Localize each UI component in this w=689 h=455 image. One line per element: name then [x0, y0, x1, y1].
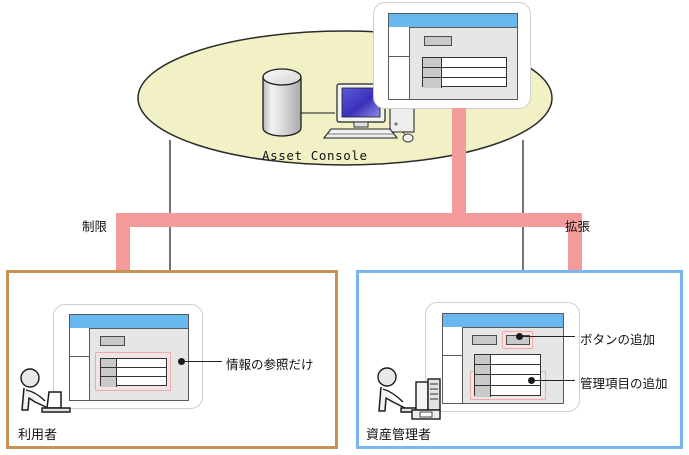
- admin-role-label: 資産管理者: [366, 427, 432, 442]
- console-toolbar-button[interactable]: [424, 36, 452, 46]
- admin-annotation-label-1: ボタンの追加: [580, 333, 656, 347]
- admin-sidebar: [443, 327, 463, 403]
- console-sidebar: [389, 27, 410, 99]
- admin-window-body: [442, 313, 564, 404]
- table-row: [475, 375, 540, 386]
- admin-role-box: [356, 270, 683, 449]
- console-window-body: [388, 13, 518, 100]
- table-row: [423, 58, 506, 68]
- table-row: [475, 365, 540, 375]
- table-row-header: [475, 365, 491, 374]
- admin-callout-dot-2: [528, 377, 535, 384]
- admin-annotation-label-2: 管理項目の追加: [580, 377, 668, 391]
- table-row: [101, 377, 166, 387]
- user-sidebar-divider: [70, 356, 90, 358]
- admin-sidebar-divider: [443, 355, 463, 357]
- admin-titlebar: [443, 314, 563, 328]
- table-row-header: [423, 58, 442, 67]
- table-row: [423, 78, 506, 88]
- admin-screen: [425, 302, 580, 412]
- table-row: [101, 359, 166, 368]
- user-toolbar-button[interactable]: [100, 336, 125, 346]
- user-screen: [53, 304, 203, 409]
- admin-toolbar-button-1[interactable]: [472, 335, 497, 345]
- flow-label-extend: 拡張: [565, 220, 591, 234]
- table-row-header: [475, 375, 491, 385]
- table-row: [423, 68, 506, 78]
- table-row-header: [101, 359, 117, 367]
- user-window-body: [69, 314, 189, 401]
- user-annotation-label: 情報の参照だけ: [226, 358, 314, 372]
- table-row-header: [101, 368, 117, 376]
- asset-console-label: Asset Console: [262, 148, 368, 163]
- table-row: [475, 386, 540, 397]
- table-row-header: [423, 68, 442, 77]
- user-sidebar: [70, 328, 90, 400]
- table-row-header: [423, 78, 442, 88]
- table-row-header: [101, 377, 117, 387]
- table-row-header: [475, 355, 491, 364]
- person-with-laptop-icon: [20, 368, 71, 413]
- user-callout-dot: [178, 358, 185, 365]
- user-role-label: 利用者: [18, 427, 58, 442]
- table-row: [475, 355, 540, 365]
- person-with-desktop-pc-icon: [377, 367, 441, 420]
- asset-console-screen: [373, 2, 531, 109]
- user-titlebar: [70, 315, 188, 329]
- table-row-header: [475, 386, 491, 397]
- admin-table: [474, 354, 541, 397]
- console-titlebar: [389, 14, 517, 28]
- admin-callout-line-2: [535, 380, 575, 382]
- admin-callout-line-1: [523, 336, 575, 338]
- admin-callout-dot-1: [516, 333, 523, 340]
- user-callout-line: [185, 361, 222, 363]
- console-table: [422, 57, 507, 88]
- table-row: [101, 368, 166, 377]
- console-sidebar-divider: [389, 56, 410, 58]
- user-table: [100, 358, 167, 387]
- flow-label-restrict: 制限: [82, 220, 108, 234]
